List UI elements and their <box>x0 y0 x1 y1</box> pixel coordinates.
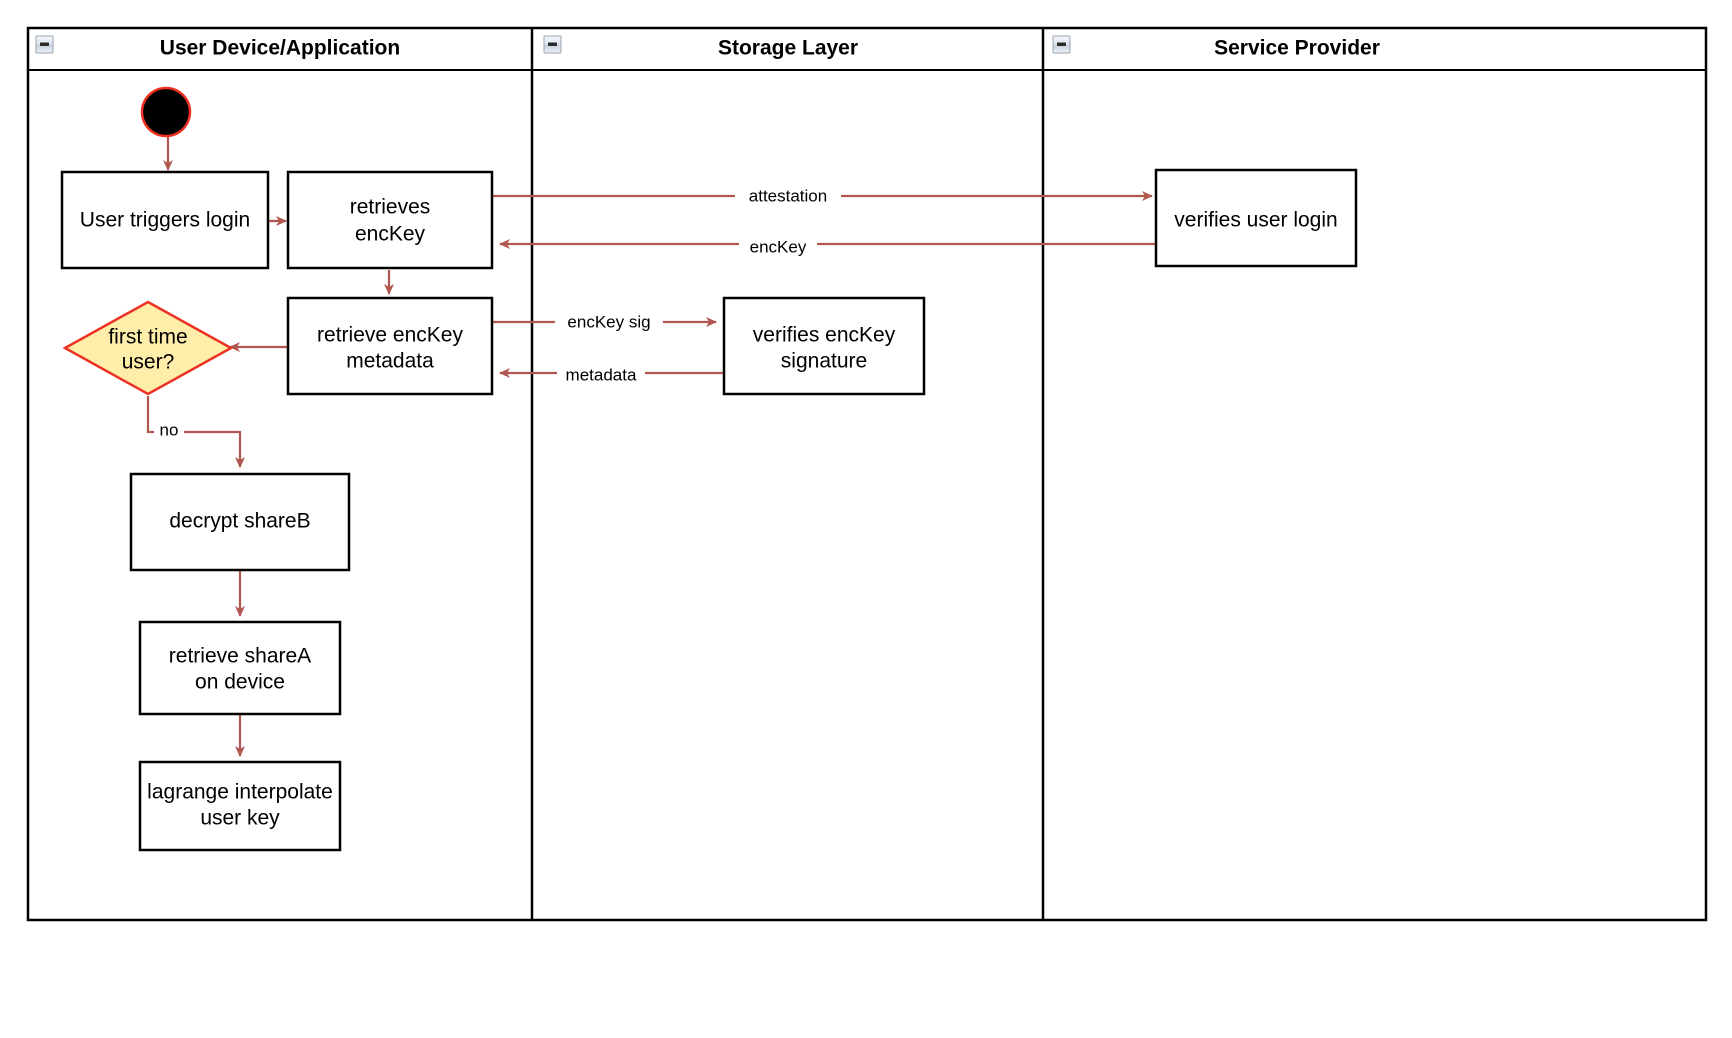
edge-label-no: no <box>154 420 184 442</box>
node-label-line2: on device <box>195 671 285 694</box>
node-retrieve-sharea-on-device[interactable]: retrieve shareA on device <box>138 620 342 716</box>
edge-label-enckey-sig: encKey sig <box>555 312 663 334</box>
node-label: decrypt shareB <box>169 510 310 533</box>
node-label-line1: first time <box>108 326 187 349</box>
node-label-line2: user? <box>122 351 175 374</box>
node-box <box>138 760 342 852</box>
lane-header-storage-layer[interactable]: Storage Layer <box>543 35 858 60</box>
start-node[interactable] <box>140 86 192 138</box>
edge-label-text: no <box>160 420 179 439</box>
start-circle <box>140 86 192 138</box>
node-box <box>722 296 926 396</box>
edge-label-attestation: attestation <box>735 185 841 207</box>
edge-no-to-decrypt <box>146 396 245 468</box>
lane-title-storage-layer: Storage Layer <box>718 37 858 60</box>
node-decrypt-shareb[interactable]: decrypt shareB <box>129 472 351 572</box>
node-box <box>286 170 494 270</box>
node-first-time-user[interactable]: first time user? <box>62 300 234 396</box>
node-label: User triggers login <box>80 209 250 232</box>
lane-title-user-device: User Device/Application <box>160 37 400 60</box>
node-user-triggers-login[interactable]: User triggers login <box>60 170 270 270</box>
node-retrieve-enckey-metadata[interactable]: retrieve encKey metadata <box>286 296 494 396</box>
lane-container <box>26 26 1708 922</box>
edge-label-text: attestation <box>749 186 827 205</box>
lane-header-service-provider[interactable]: Service Provider <box>1052 35 1380 60</box>
node-label-line1: retrieves <box>350 196 431 219</box>
node-box <box>60 170 270 270</box>
minus-icon[interactable] <box>543 35 562 54</box>
node-label-line1: retrieve shareA <box>169 645 311 668</box>
node-verifies-user-login[interactable]: verifies user login <box>1154 168 1358 268</box>
node-retrieves-enckey[interactable]: retrieves encKey <box>286 170 494 270</box>
edge-label-enckey: encKey <box>739 237 817 259</box>
node-box <box>286 296 494 396</box>
node-label-line1: retrieve encKey <box>317 324 463 347</box>
node-label-line2: user key <box>200 807 280 830</box>
edge-label-metadata: metadata <box>557 365 645 387</box>
node-lagrange-interpolate-user-key[interactable]: lagrange interpolate user key <box>138 760 342 852</box>
edge-label-text: encKey sig <box>567 312 650 331</box>
node-label-line2: metadata <box>346 350 434 373</box>
edge-label-text: encKey <box>750 237 807 256</box>
diagram-outer-frame <box>26 26 1708 922</box>
node-box <box>1154 168 1358 268</box>
node-box <box>129 472 351 572</box>
lane-title-service-provider: Service Provider <box>1214 37 1380 60</box>
node-label-line1: lagrange interpolate <box>147 781 333 804</box>
minus-icon[interactable] <box>1052 35 1071 54</box>
node-label-line2: encKey <box>355 223 426 246</box>
minus-icon[interactable] <box>35 35 54 54</box>
node-box <box>138 620 342 716</box>
node-verifies-enckey-signature[interactable]: verifies encKey signature <box>722 296 926 396</box>
node-label-line1: verifies encKey <box>753 324 896 347</box>
node-label: verifies user login <box>1174 209 1337 232</box>
decision-diamond <box>62 300 234 396</box>
node-label-line2: signature <box>781 350 867 373</box>
edge-label-text: metadata <box>566 365 637 384</box>
lane-header-user-device[interactable]: User Device/Application <box>35 35 400 60</box>
